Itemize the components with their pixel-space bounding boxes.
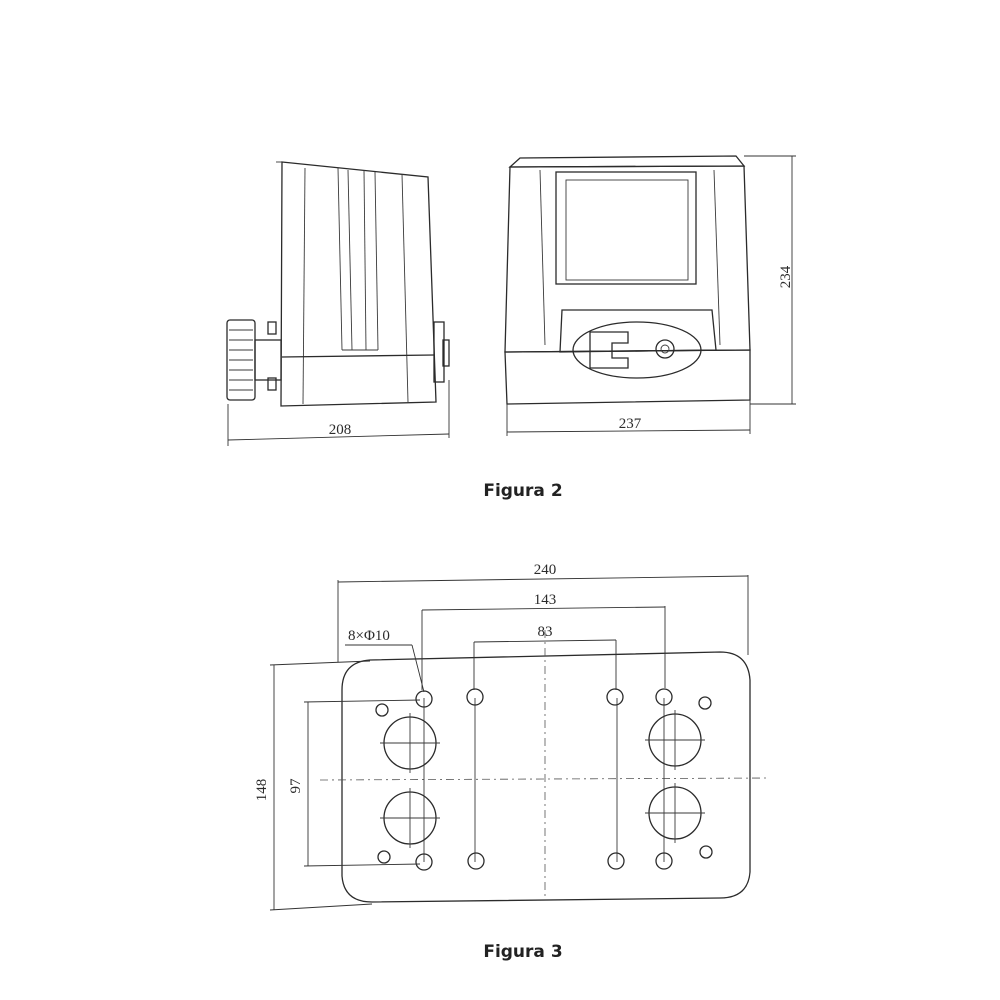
figure3-caption: Figura 3	[483, 942, 562, 962]
dim-side-width: 208	[329, 422, 352, 438]
dim-front-width: 237	[619, 416, 642, 432]
holes-spec-label: 8×Φ10	[348, 628, 390, 644]
base-plate-view: 240 143 83 8×Φ10 148 97	[254, 562, 771, 911]
figure2-caption: Figura 2	[483, 481, 562, 501]
dim-overall-height: 148	[254, 779, 270, 802]
front-view: 237 234	[504, 155, 796, 436]
side-view: 208	[226, 161, 450, 446]
dim-hole-span-vertical: 97	[288, 778, 304, 794]
dim-overall-width: 240	[534, 562, 557, 578]
dim-hole-span-outer: 143	[534, 592, 557, 608]
dim-hole-span-inner: 83	[538, 624, 553, 640]
dim-height: 234	[778, 265, 794, 288]
